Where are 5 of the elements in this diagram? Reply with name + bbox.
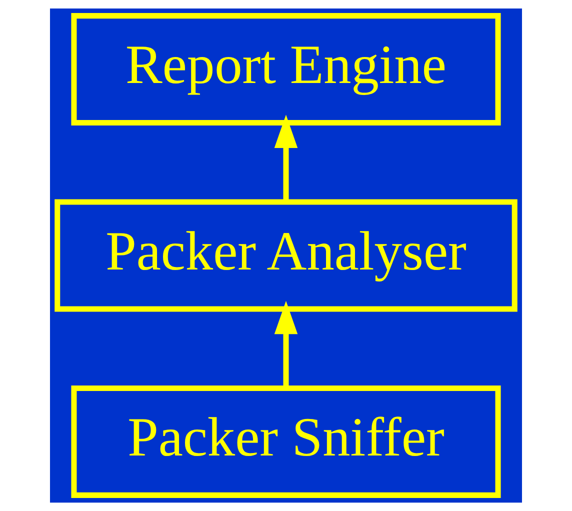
- arrow: [274, 300, 298, 388]
- node-box: Report Engine: [71, 13, 501, 126]
- arrow: [274, 114, 298, 202]
- node-box: Packer Analyser: [54, 199, 518, 312]
- node-box: Packer Sniffer: [71, 385, 501, 498]
